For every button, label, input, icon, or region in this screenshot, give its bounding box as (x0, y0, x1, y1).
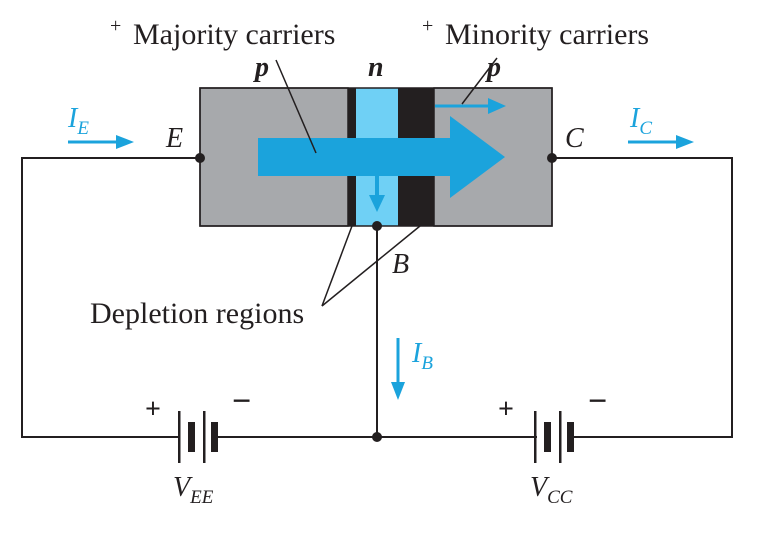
vee-plus-sign: + (145, 394, 161, 425)
ic-arrow (628, 135, 694, 149)
vee-minus-sign: − (232, 383, 251, 420)
ic-label: IC (629, 103, 652, 139)
base-current-small-arrow (369, 176, 385, 212)
battery-vcc (534, 411, 574, 463)
collector-terminal-dot (547, 153, 557, 163)
base-terminal-dot (372, 221, 382, 231)
n-label: n (368, 52, 384, 83)
minority-carrier-arrow (435, 98, 506, 114)
collector-label: C (565, 123, 584, 154)
ib-label: IB (411, 338, 433, 374)
emitter-wire (21, 157, 200, 438)
base-label: B (392, 249, 409, 280)
ie-arrow (68, 135, 134, 149)
circuit-wires (21, 157, 733, 438)
emitter-terminal-dot (195, 153, 205, 163)
depletion-pointer-right (321, 225, 421, 307)
minority-plus-sign: + (422, 15, 433, 37)
majority-plus-sign: + (110, 15, 121, 37)
collector-wire (552, 157, 733, 438)
p-right-label: p (485, 52, 501, 83)
depletion-regions-label: Depletion regions (90, 297, 304, 330)
vcc-plus-sign: + (498, 394, 514, 425)
ie-label: IE (67, 103, 89, 139)
vcc-label: VCC (530, 472, 573, 508)
battery-vee (178, 411, 218, 463)
ib-arrow (391, 338, 405, 400)
majority-pointer (275, 59, 317, 154)
majority-carriers-label: Majority carriers (133, 18, 335, 51)
vee-label: VEE (173, 472, 214, 508)
minority-carriers-label: Minority carriers (445, 18, 649, 51)
p-left-label: p (253, 52, 269, 83)
depletion-pointer-left (321, 225, 353, 307)
minority-pointer (461, 57, 498, 105)
base-junction-dot (372, 432, 382, 442)
vcc-minus-sign: − (588, 383, 607, 420)
pointer-lines (275, 57, 498, 307)
majority-carrier-flow-arrow (258, 116, 505, 198)
emitter-label: E (165, 123, 183, 154)
